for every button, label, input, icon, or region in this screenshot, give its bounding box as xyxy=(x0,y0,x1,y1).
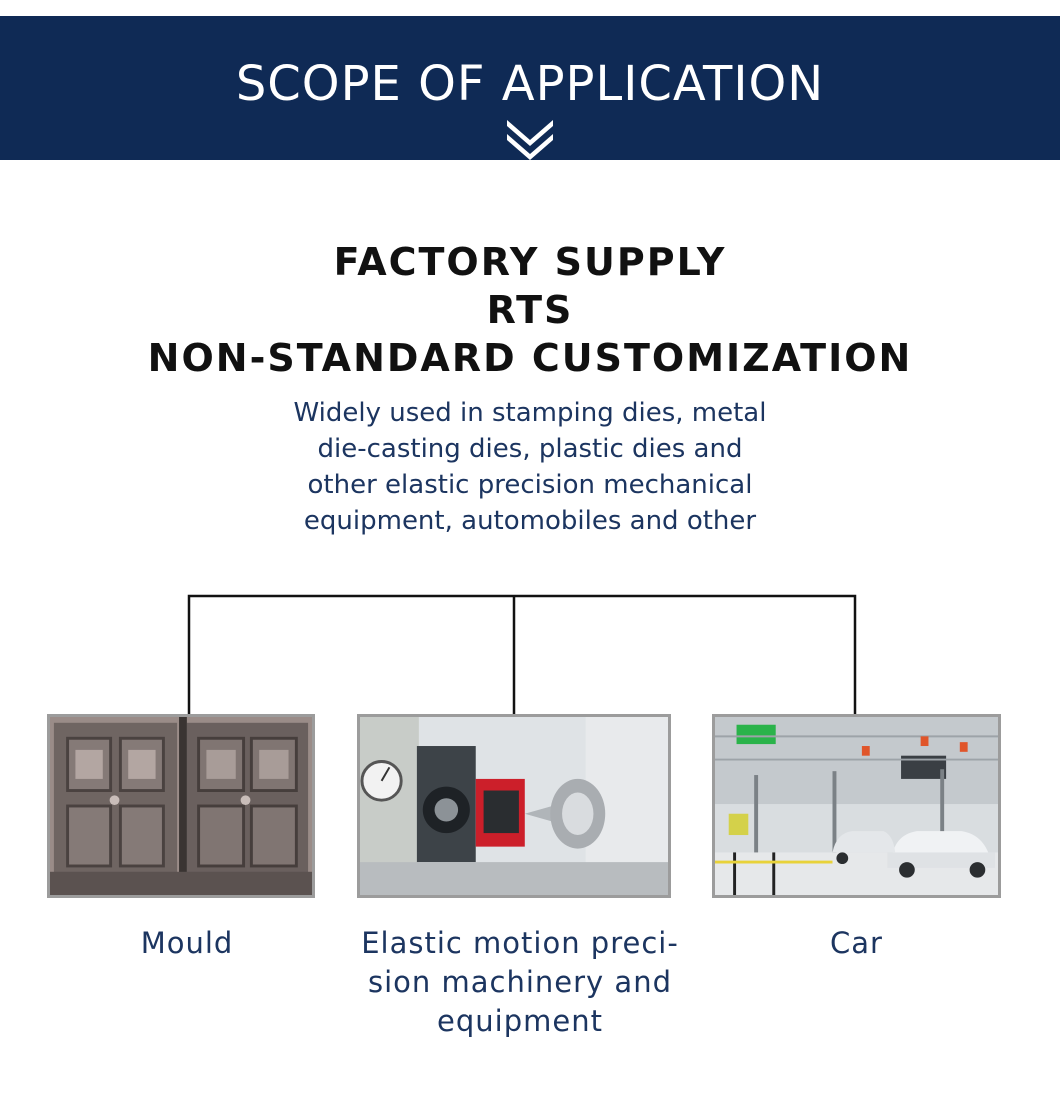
caption-machinery-line-2: sion machinery and xyxy=(368,965,672,999)
caption-car: Car xyxy=(712,924,1001,963)
headline-line-2: RTS xyxy=(486,288,574,332)
description-line-1: Widely used in stamping dies, metal xyxy=(293,398,767,428)
car-factory-photo xyxy=(712,714,1001,898)
section-title: SCOPE OF APPLICATION xyxy=(235,56,825,112)
caption-mould: Mould xyxy=(47,924,327,963)
caption-car-text: Car xyxy=(830,926,883,960)
machinery-photo xyxy=(357,714,671,898)
headline-line-1: FACTORY SUPPLY xyxy=(333,240,727,284)
caption-mould-text: Mould xyxy=(140,926,234,960)
caption-machinery-line-1: Elastic motion preci- xyxy=(361,926,679,960)
double-chevron-down-icon xyxy=(507,120,553,160)
description-line-3: other elastic precision mechanical xyxy=(307,470,753,500)
description: Widely used in stamping dies, metal die-… xyxy=(230,395,830,539)
mould-photo xyxy=(47,714,315,898)
caption-machinery: Elastic motion preci- sion machinery and… xyxy=(340,924,700,1041)
caption-machinery-line-3: equipment xyxy=(437,1004,603,1038)
description-line-4: equipment, automobiles and other xyxy=(303,506,757,536)
headline-line-3: NON-STANDARD CUSTOMIZATION xyxy=(147,336,913,380)
description-line-2: die-casting dies, plastic dies and xyxy=(317,434,743,464)
section-banner: SCOPE OF APPLICATION xyxy=(0,16,1060,160)
